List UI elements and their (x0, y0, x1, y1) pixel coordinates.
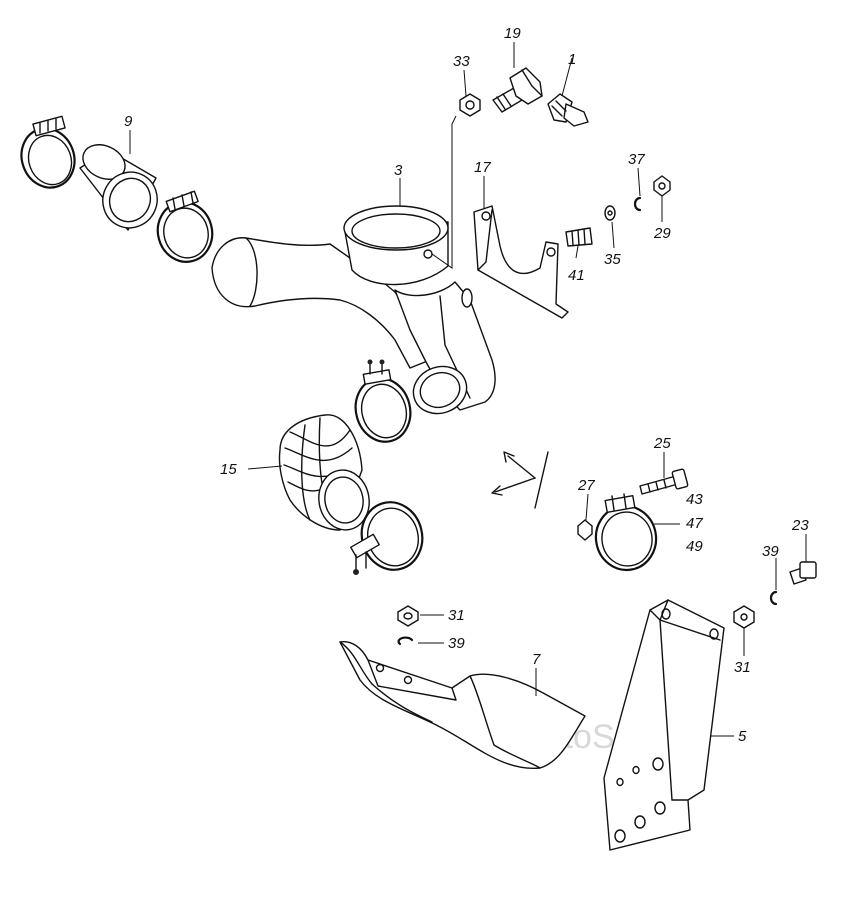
label-5: 5 (738, 728, 747, 745)
part-33-nut (459, 93, 481, 117)
part-47-clamp (594, 493, 658, 572)
part-9-sleeve (79, 144, 158, 231)
middle-clamp (354, 359, 412, 443)
part-3-y-pipe (211, 205, 496, 411)
label-3: 3 (394, 162, 403, 179)
label-41: 41 (568, 267, 585, 284)
label-37: 37 (628, 151, 645, 168)
part-39-ring-right (769, 590, 778, 606)
label-17: 17 (474, 159, 491, 176)
y-pipe-lower-ring (412, 365, 468, 415)
part-41-stud (565, 227, 593, 247)
label-49: 49 (686, 538, 703, 555)
leader-lines (129, 42, 807, 737)
part-35-washer (604, 205, 616, 221)
part-17-bracket (473, 205, 569, 319)
part-15-flex-pipe (278, 414, 370, 531)
part-1-sensor (547, 93, 589, 127)
label-15: 15 (220, 461, 237, 478)
label-23: 23 (791, 517, 809, 534)
part-31-nut-left (397, 605, 419, 627)
label-35: 35 (604, 251, 621, 268)
part-31-nut-right (733, 605, 755, 629)
label-25: 25 (653, 435, 671, 452)
part-37-ring (633, 196, 642, 212)
label-31-right: 31 (734, 659, 751, 676)
label-19: 19 (504, 25, 521, 42)
label-39-left: 39 (448, 635, 465, 652)
part-27-nut (577, 519, 593, 541)
label-9: 9 (124, 113, 133, 130)
part-25-bolt (639, 468, 689, 495)
orientation-arrows (491, 451, 549, 509)
part-5-bracket-plate (603, 599, 725, 851)
label-29: 29 (653, 225, 671, 242)
part-29-nut (653, 175, 671, 197)
sleeve-right-clamp (156, 190, 214, 263)
lower-clamp (350, 501, 424, 575)
label-31-left: 31 (448, 607, 465, 624)
label-33: 33 (453, 53, 470, 70)
part-9-left-clamp (20, 115, 76, 189)
callout-labels: 9 3 33 19 1 17 37 29 35 41 15 25 27 43 4… (124, 25, 809, 745)
part-7-heat-shield (339, 641, 586, 769)
label-43: 43 (686, 491, 703, 508)
label-27: 27 (577, 477, 595, 494)
part-39-ring-left (397, 636, 414, 646)
label-47: 47 (686, 515, 703, 532)
label-1: 1 (568, 51, 576, 68)
part-19-fitting (492, 67, 543, 113)
label-39-right: 39 (762, 543, 779, 560)
label-7: 7 (532, 651, 541, 668)
part-23-bolt (789, 561, 817, 585)
